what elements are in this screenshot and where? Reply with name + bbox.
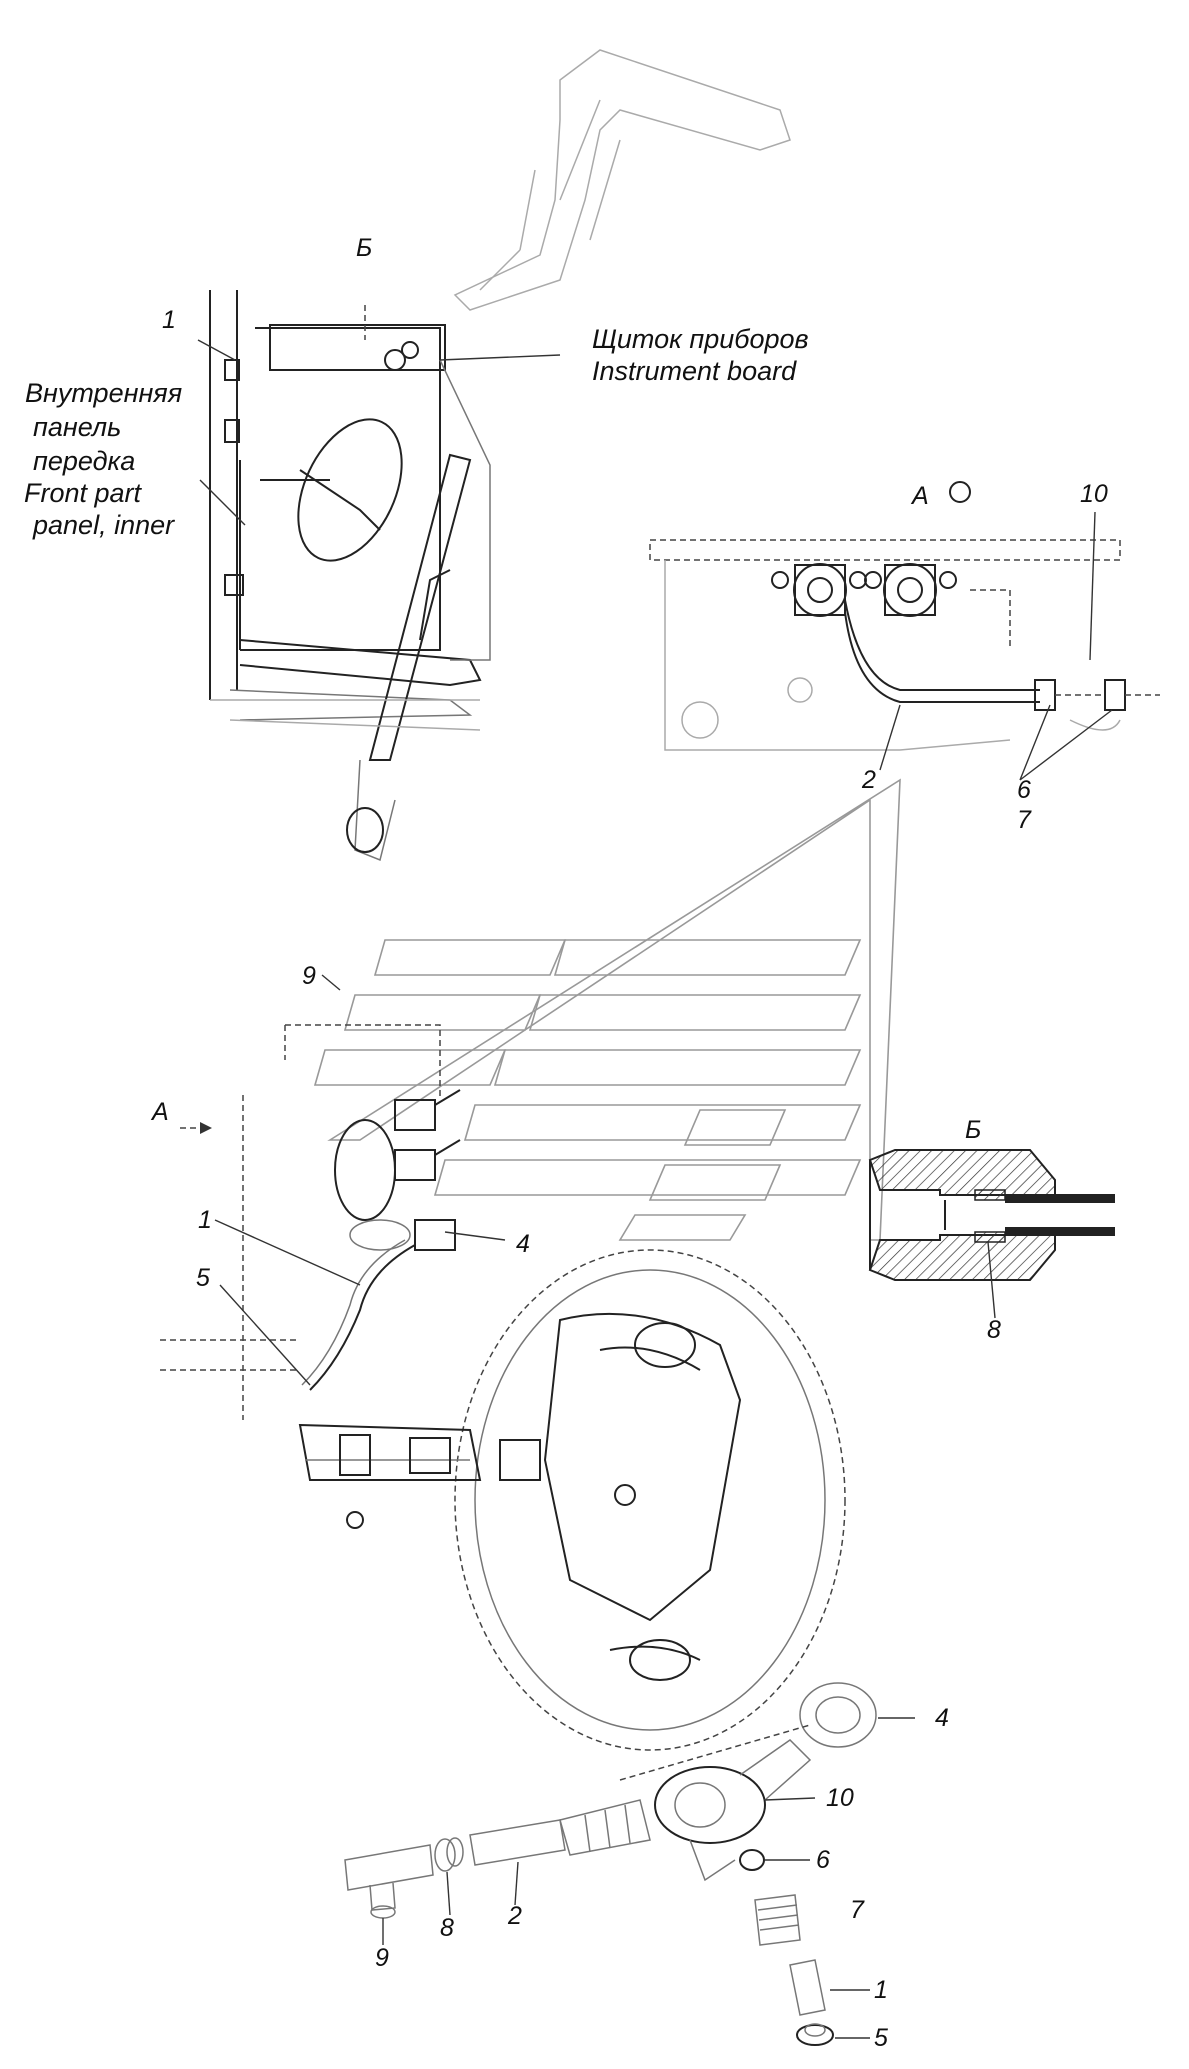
section-b-drawing: [868, 1149, 1115, 1319]
label-panel-ru-line1: Внутренняя: [25, 378, 183, 408]
label-callout-4-main: 4: [516, 1230, 530, 1258]
label-exploded-4: 4: [935, 1704, 949, 1732]
label-callout-10-view: 10: [1080, 480, 1108, 508]
exploded-view: [344, 1682, 915, 2046]
label-exploded-5: 5: [874, 2024, 888, 2052]
label-view-a: А: [912, 482, 929, 510]
label-instrument-board-en: Instrument board: [592, 356, 797, 386]
top-view-steering-column: [197, 49, 791, 862]
valve-left: [771, 563, 867, 617]
background-logo: [313, 778, 901, 1241]
label-callout-5-main: 5: [196, 1264, 210, 1292]
label-panel-ru-line2: панель: [33, 412, 122, 442]
view-a-drawing: [649, 481, 1160, 781]
main-view-steering: [160, 974, 846, 1751]
label-exploded-6: 6: [816, 1846, 830, 1874]
label-panel-en-line1: Front part: [24, 478, 142, 508]
label-exploded-7: 7: [850, 1896, 864, 1924]
label-panel-en-line2: panel, inner: [33, 510, 175, 540]
label-callout-9-main: 9: [302, 962, 316, 990]
label-callout-1-main: 1: [198, 1206, 212, 1234]
valve-right: [864, 563, 957, 617]
label-exploded-9: 9: [375, 1944, 389, 1972]
label-b-top: Б: [356, 234, 373, 262]
label-section-b: Б: [965, 1116, 982, 1144]
label-instrument-board-ru: Щиток приборов: [592, 324, 809, 354]
label-callout-6-view: 6: [1017, 776, 1031, 804]
label-callout-7-view: 7: [1017, 806, 1031, 834]
label-exploded-1: 1: [874, 1976, 888, 2004]
label-callout-1-top: 1: [162, 306, 176, 334]
label-callout-2-view: 2: [862, 766, 876, 794]
label-exploded-2: 2: [508, 1902, 522, 1930]
label-callout-8-section: 8: [987, 1316, 1001, 1344]
label-exploded-8: 8: [440, 1914, 454, 1942]
label-exploded-10: 10: [826, 1784, 854, 1812]
label-panel-ru-line3: передка: [33, 446, 136, 476]
label-view-a-arrow: А: [152, 1098, 169, 1126]
